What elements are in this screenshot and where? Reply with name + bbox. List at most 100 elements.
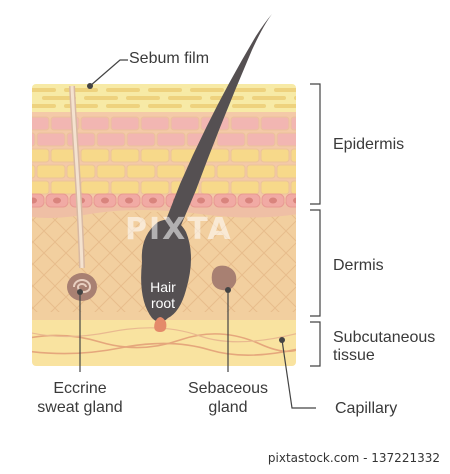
epidermis-label: Epidermis — [333, 136, 405, 153]
sweat-duct-inner — [70, 85, 84, 269]
basal-cell-nucleus — [245, 197, 253, 204]
basal-cell-nucleus — [101, 197, 109, 204]
epidermis-cell — [290, 148, 296, 163]
epidermis-cell — [96, 164, 126, 179]
epidermis-cell — [230, 180, 260, 195]
epidermis-cell — [96, 132, 126, 147]
hair-bulb — [141, 219, 191, 322]
hair-shaft — [150, 14, 272, 262]
epidermis-cell — [36, 164, 66, 179]
epidermis-cell — [126, 132, 156, 147]
sebaceous-label-line2: gland — [208, 399, 248, 416]
epidermis-cell — [110, 116, 140, 131]
corneum-flake — [106, 88, 140, 92]
eccrine-sweat-gland — [67, 273, 97, 301]
layer-brackets — [310, 83, 321, 367]
corneum-flake — [148, 104, 182, 108]
corneum-flake — [42, 96, 76, 100]
sebaceous-gland-shape — [211, 265, 237, 291]
epidermis-cell — [156, 132, 186, 147]
epidermis-cell — [110, 148, 140, 163]
corneum-flake — [32, 88, 56, 92]
epidermis-cell — [32, 132, 36, 147]
epidermis-cell — [80, 148, 110, 163]
hair-root-label-line1: Hair — [150, 279, 176, 295]
corneum-flake — [232, 88, 266, 92]
corneum-flake — [64, 88, 98, 92]
epidermis-cell — [216, 164, 246, 179]
epidermis-cell — [216, 132, 246, 147]
dermis-label: Dermis — [333, 257, 384, 274]
epidermis-cell — [170, 116, 200, 131]
eccrine-label-line2: sweat gland — [37, 399, 123, 416]
corneum-flake — [126, 96, 160, 100]
corneum-flake — [168, 96, 202, 100]
sebum-film-label: Sebum film — [129, 50, 210, 67]
epidermis-cell — [126, 164, 156, 179]
capillary-label: Capillary — [335, 400, 398, 417]
epidermis-cell — [66, 164, 96, 179]
basal-cells — [32, 193, 296, 208]
stratum-corneum — [32, 88, 296, 108]
epidermis-cell — [140, 148, 170, 163]
corneum-flake — [232, 104, 266, 108]
basal-cell-nucleus — [53, 197, 61, 204]
basal-cell-nucleus — [269, 197, 277, 204]
basal-cell-nucleus — [149, 197, 157, 204]
epidermis-cell — [36, 132, 66, 147]
subcutaneous-label-line2: tissue — [333, 347, 375, 364]
corneum-flake — [148, 88, 182, 92]
sebaceous-label-line1: Sebaceous — [187, 380, 269, 397]
epidermis-cells — [32, 116, 296, 195]
capillary-dot — [279, 337, 285, 343]
epidermis-cell — [260, 116, 290, 131]
capillary-line-2 — [32, 342, 296, 356]
epidermis-cell — [230, 116, 260, 131]
sebum-leader — [89, 59, 128, 87]
hair-root-label-line2: root — [150, 295, 176, 311]
epidermis-cell — [110, 180, 140, 195]
epidermis-cell — [290, 116, 296, 131]
epidermis-cell — [290, 180, 296, 195]
stock-footer: pixtastock.com - 137221332 — [267, 451, 440, 465]
basal-cell-nucleus — [293, 197, 296, 204]
epidermis-cell — [260, 148, 290, 163]
capillary-leader — [281, 339, 316, 409]
hair-papilla — [154, 317, 167, 332]
eccrine-dot — [77, 289, 83, 295]
basal-cell-nucleus — [197, 197, 205, 204]
hair — [141, 14, 272, 332]
epidermis-cell — [66, 132, 96, 147]
epidermis-cell — [246, 164, 276, 179]
epidermis-cell — [260, 180, 290, 195]
corneum-flake — [32, 104, 56, 108]
epidermis-cell — [276, 132, 296, 147]
subcutaneous-label-line1: Subcutaneous — [333, 329, 436, 346]
leader-lines — [79, 59, 316, 409]
sebaceous-dot — [225, 287, 231, 293]
corneum-flake — [252, 96, 286, 100]
corneum-flake — [106, 104, 140, 108]
epidermis-cell — [156, 164, 186, 179]
epidermis-cell — [32, 164, 36, 179]
epidermis-cell — [80, 180, 110, 195]
corneum-flake — [84, 96, 118, 100]
epidermis-bracket — [310, 83, 321, 205]
dermis-bracket — [310, 209, 321, 317]
epidermis-cell — [32, 116, 50, 131]
basal-cell-nucleus — [32, 197, 37, 204]
epidermis-cell — [32, 180, 50, 195]
corneum-flake — [190, 104, 224, 108]
basal-cell — [285, 193, 296, 208]
corneum-flake — [190, 88, 224, 92]
epidermis-cell — [200, 180, 230, 195]
corneum-flake — [294, 96, 296, 100]
epidermis-cell — [140, 180, 170, 195]
epidermis-cell — [246, 132, 276, 147]
corneum-flake — [274, 104, 296, 108]
epidermis-cell — [276, 164, 296, 179]
eccrine-label-line1: Eccrine — [53, 380, 107, 397]
epidermis-cell — [32, 148, 50, 163]
